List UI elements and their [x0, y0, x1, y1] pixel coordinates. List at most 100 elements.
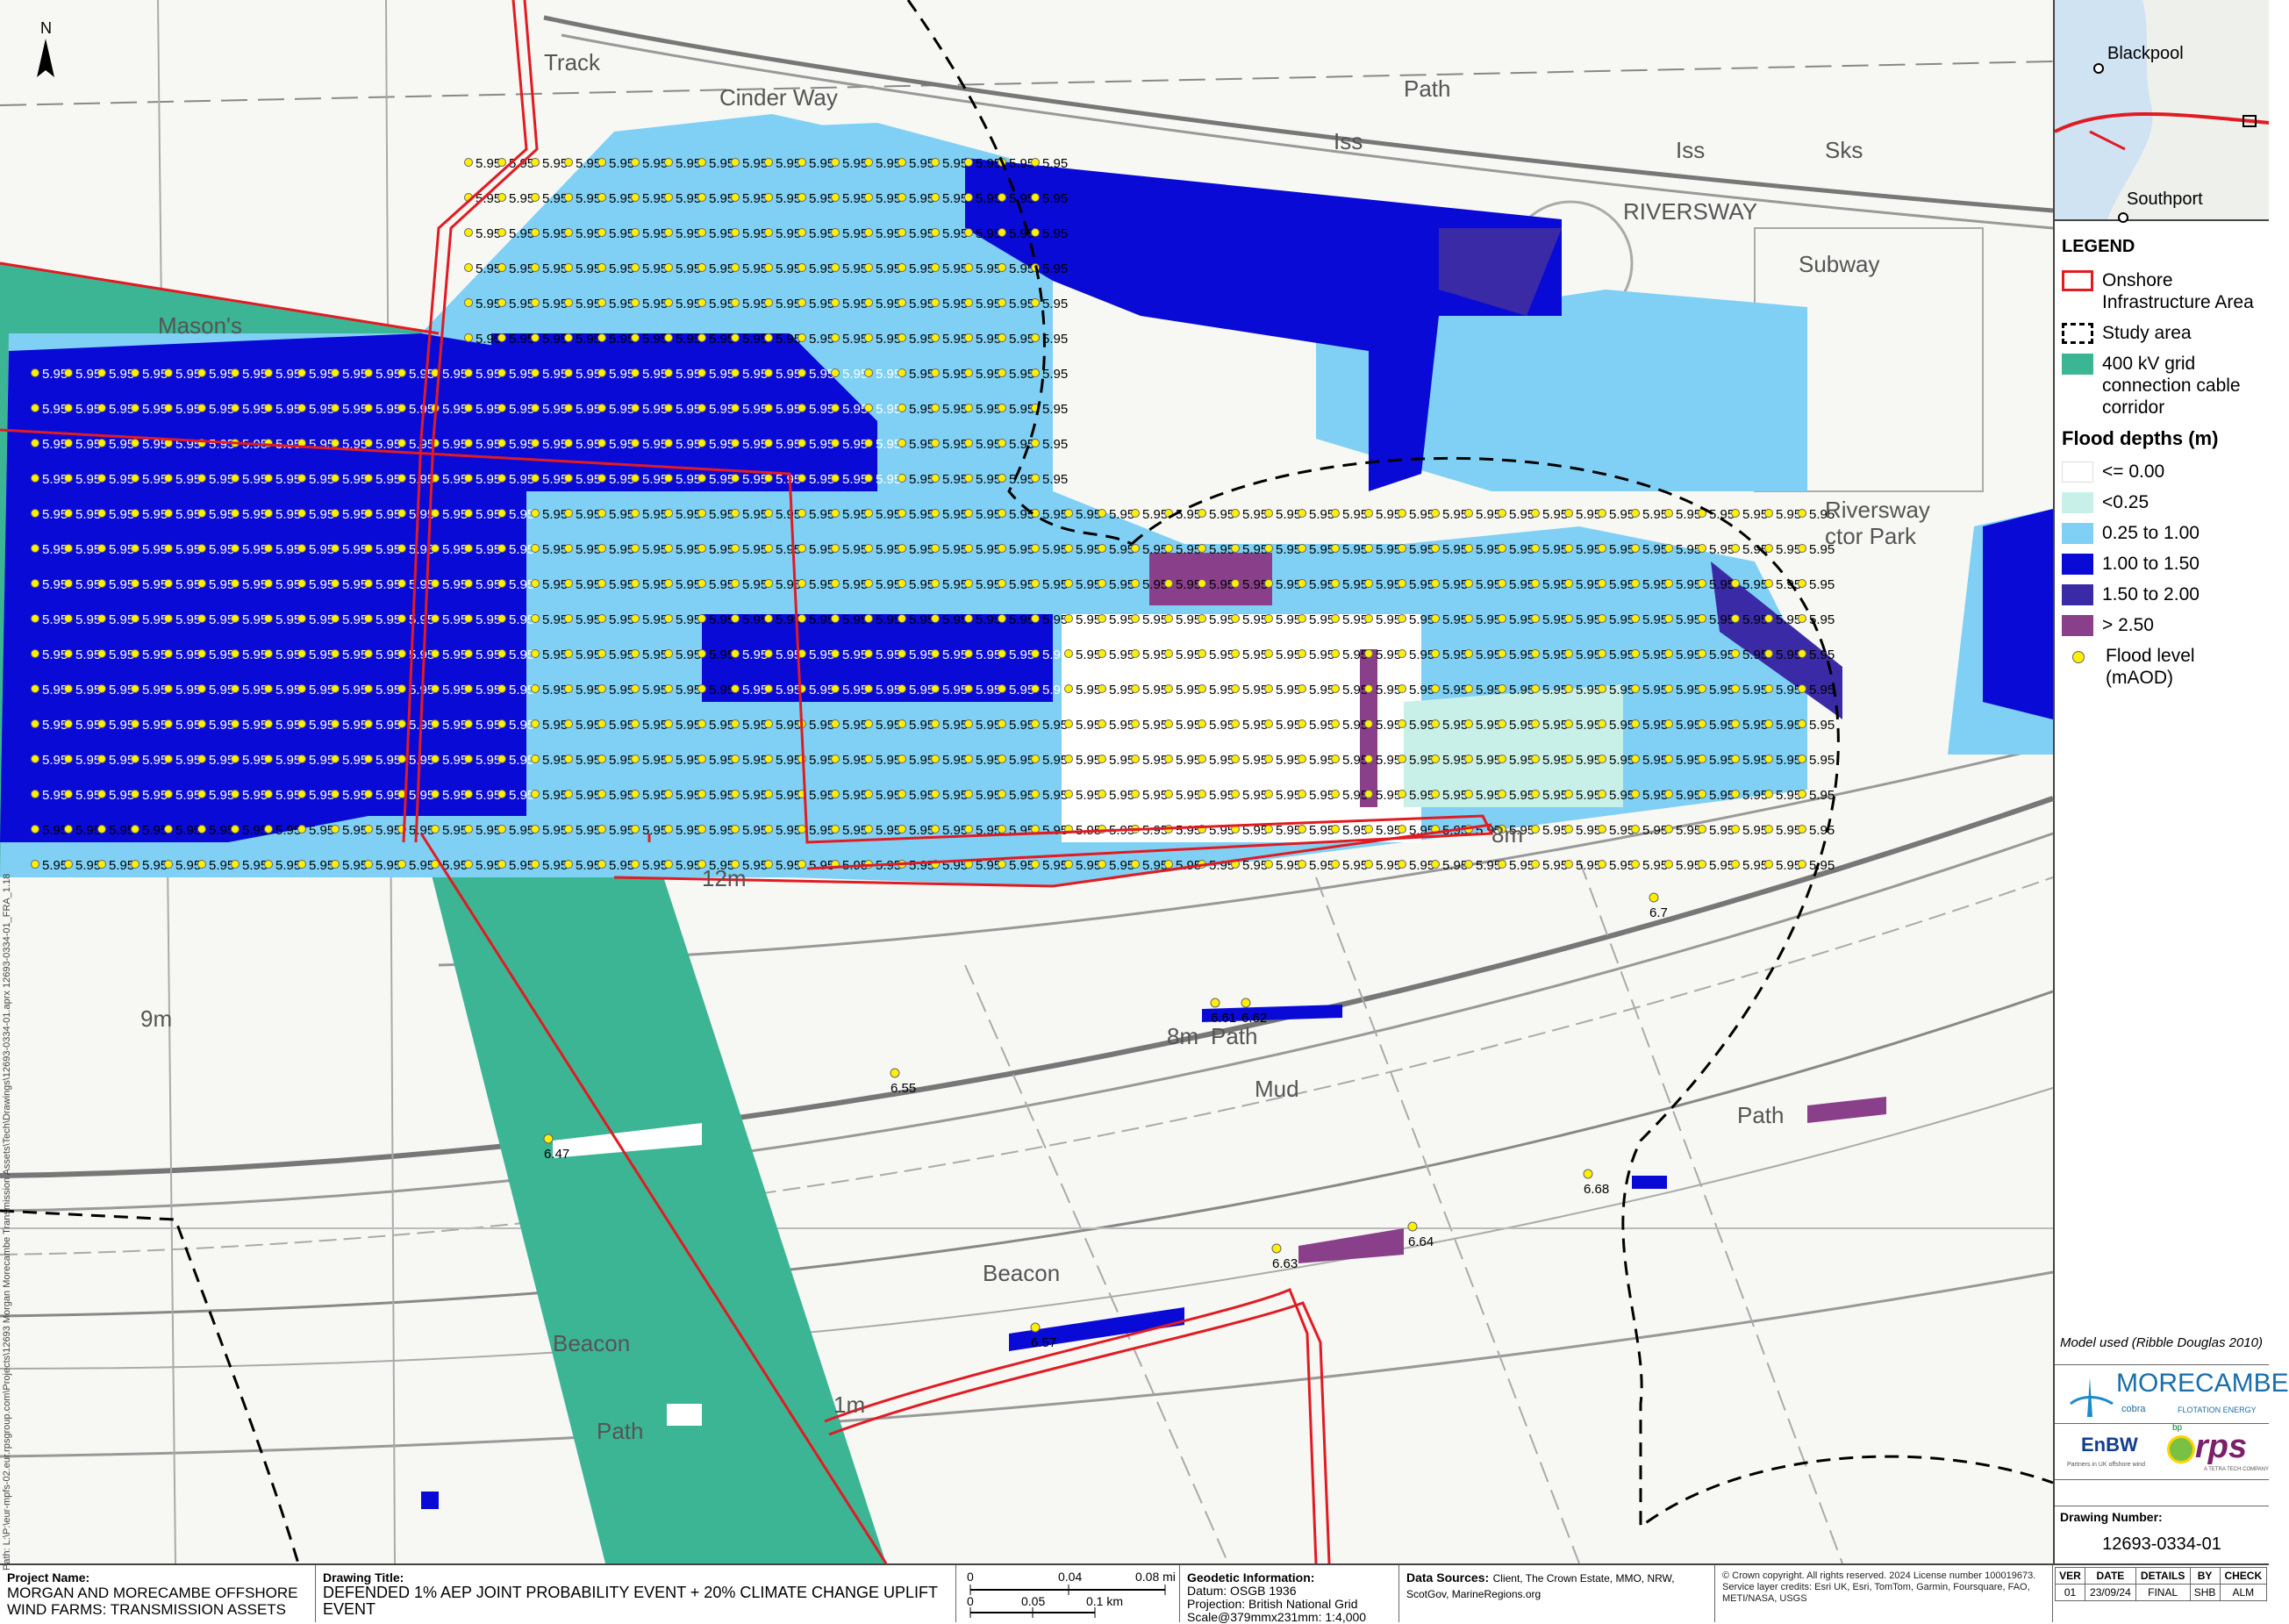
flood-level-dot [731, 474, 740, 483]
flood-level-label: 5.95 [509, 683, 534, 698]
flood-level-dot [364, 825, 373, 833]
flood-level-dot [597, 193, 606, 202]
flood-level-dot [864, 719, 873, 728]
flood-level-dot [664, 649, 673, 658]
flood-level-label: 5.95 [676, 226, 701, 241]
flood-level-dot [197, 368, 206, 377]
flood-level-dot [1064, 544, 1073, 553]
flood-level-label: 5.95 [576, 718, 601, 733]
flood-level-dot [931, 755, 940, 763]
flood-level-dot [1231, 544, 1240, 553]
flood-level-label: 5.95 [1542, 753, 1568, 768]
flood-level-label: 5.95 [1176, 612, 1201, 627]
flood-level-label: 5.95 [342, 577, 368, 592]
flood-level-dot [931, 474, 940, 483]
flood-level-label: 5.95 [809, 297, 834, 311]
flood-level-dot [1264, 684, 1273, 693]
flood-level-dot [564, 649, 573, 658]
flood-level-dot [297, 755, 306, 763]
flood-level-label: 5.95 [642, 788, 668, 803]
flood-level-dot [1264, 544, 1273, 553]
flood-level-label: 5.95 [976, 332, 1001, 347]
flood-level-label: 5.95 [1442, 612, 1468, 627]
flood-level-dot [397, 509, 406, 518]
flood-level-label: 5.95 [1042, 507, 1068, 522]
flood-level-dot [731, 649, 740, 658]
flood-level-label: 5.95 [709, 683, 734, 698]
flood-level-label: 5.95 [175, 402, 201, 417]
flood-depth-area [1298, 1228, 1404, 1263]
flood-level-label: 5.95 [709, 577, 734, 592]
flood-level-label: 5.95 [776, 156, 801, 171]
flood-level-label: 5.95 [42, 507, 68, 522]
flood-level-dot [1198, 790, 1206, 798]
flood-level-dot [397, 719, 406, 728]
flood-level-label: 5.95 [409, 612, 434, 627]
flood-level-dot [1731, 860, 1740, 869]
flood-level-label: 5.95 [876, 718, 901, 733]
flood-level-dot [731, 544, 740, 553]
flood-level-dot [131, 649, 139, 658]
svg-text:0: 0 [967, 1594, 974, 1608]
flood-level-dot [1664, 614, 1673, 623]
flood-level-dot [1698, 719, 1706, 728]
flood-level-dot [964, 719, 973, 728]
flood-level-label: 5.95 [409, 577, 434, 592]
map-label: 8m [1167, 1023, 1198, 1049]
flood-level-dot [1598, 860, 1606, 869]
model-note: Model used (Ribble Douglas 2010) [2060, 1335, 2263, 1350]
flood-level-dot [697, 649, 706, 658]
flood-level-dot [998, 755, 1006, 763]
flood-level-label: 5.95 [576, 788, 601, 803]
flood-level-dot [331, 755, 340, 763]
flood-level-label: 5.95 [976, 367, 1001, 382]
flood-level-dot [231, 509, 240, 518]
map-canvas[interactable]: 5.95 5.95 5.95 5.95 5.95 5.95 5.95 5.95 5.95 5.95… [0, 0, 2055, 1564]
flood-level-label: 5.95 [75, 753, 101, 768]
flood-level-dot [631, 193, 640, 202]
flood-level-dot [1398, 755, 1406, 763]
flood-level-label: 5.95 [642, 261, 668, 276]
flood-level-dot [798, 474, 806, 483]
flood-level-label: 5.95 [1509, 753, 1534, 768]
spot-level-label: 6.62 [1241, 1011, 1267, 1026]
spot-level-label: 6.57 [1031, 1335, 1056, 1350]
flood-level-label: 5.95 [942, 472, 968, 487]
flood-level-label: 5.95 [876, 437, 901, 452]
flood-level-dot [64, 509, 73, 518]
flood-level-dot [798, 825, 806, 833]
flood-level-label: 5.95 [976, 753, 1001, 768]
flood-level-label: 5.95 [1642, 718, 1668, 733]
flood-level-label: 5.95 [476, 472, 501, 487]
flood-level-dot [764, 439, 773, 447]
flood-level-dot [597, 649, 606, 658]
flood-level-dot [397, 579, 406, 588]
flood-level-dot [1398, 684, 1406, 693]
flood-level-dot [1631, 790, 1640, 798]
flood-level-dot [597, 474, 606, 483]
flood-level-label: 5.95 [809, 437, 834, 452]
flood-level-dot [931, 825, 940, 833]
flood-level-dot [1664, 684, 1673, 693]
flood-level-dot [97, 649, 106, 658]
flood-level-label: 5.95 [1209, 542, 1234, 557]
flood-level-label: 5.95 [242, 402, 268, 417]
flood-level-dot [64, 649, 73, 658]
flood-level-label: 5.95 [476, 753, 501, 768]
flood-level-label: 5.95 [1309, 788, 1334, 803]
turbine-icon [2070, 1377, 2114, 1417]
flood-level-label: 5.95 [1542, 612, 1568, 627]
flood-level-label: 5.95 [1509, 718, 1534, 733]
flood-level-dot [798, 263, 806, 272]
flood-level-label: 5.95 [942, 402, 968, 417]
flood-level-dot [1798, 755, 1806, 763]
flood-level-dot [464, 474, 473, 483]
flood-level-label: 5.95 [409, 402, 434, 417]
flood-level-label: 5.95 [909, 472, 934, 487]
map-label: Iss [1334, 128, 1363, 154]
flood-level-dot [898, 404, 906, 412]
flood-level-dot [64, 368, 73, 377]
flood-level-label: 5.95 [576, 226, 601, 241]
flood-level-label: 5.95 [142, 823, 168, 838]
flood-level-label: 5.95 [909, 156, 934, 171]
